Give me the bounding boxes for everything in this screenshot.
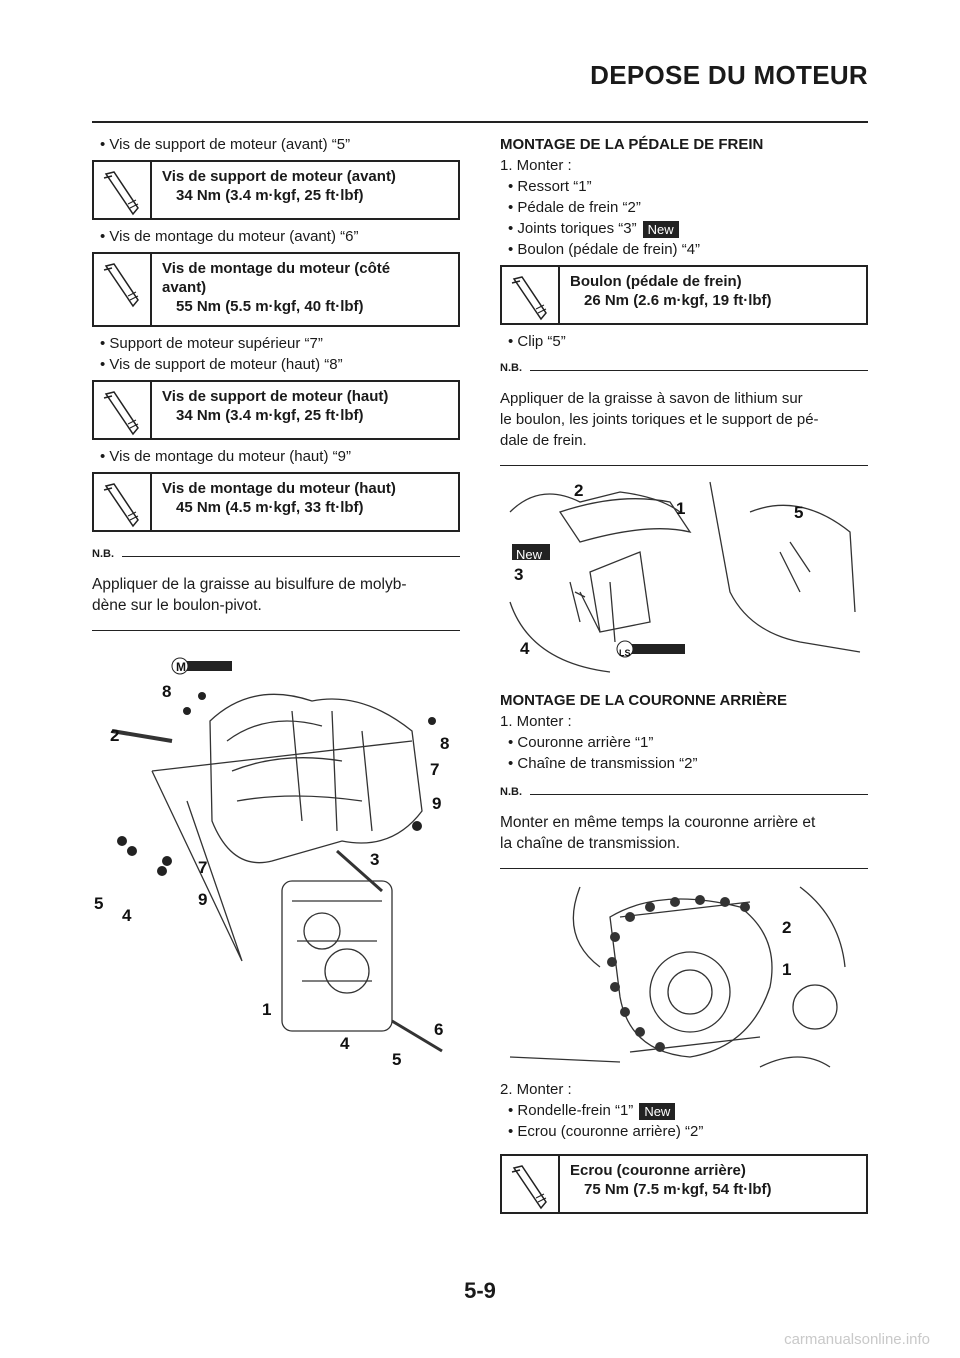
- torque-spec-box: Vis de montage du moteur (côté avant) 55 N…: [92, 252, 460, 327]
- callout-2: 2: [782, 918, 792, 937]
- engine-mount-diagram: M 8 2 8 7 9 7 3 9 5 4 1 6 4 5: [92, 641, 460, 1081]
- page-title: DEPOSE DU MOTEUR: [590, 60, 868, 90]
- bullet-item: • Clip “5”: [508, 333, 566, 350]
- note-end-rule: [92, 630, 460, 631]
- callout-4: 4: [520, 639, 530, 658]
- spec-name-cont: avant): [162, 279, 207, 296]
- callout-m: M: [176, 660, 186, 674]
- callout-5b: 5: [392, 1050, 402, 1069]
- spec-value: 75 Nm (7.5 m·kgf, 54 ft·lbf): [584, 1181, 772, 1198]
- callout-2: 2: [574, 481, 584, 500]
- section-heading: MONTAGE DE LA COURONNE ARRIÈRE: [500, 692, 787, 709]
- callout-1: 1: [782, 960, 792, 979]
- torque-spec-box: Vis de support de moteur (haut) 34 Nm (3.…: [92, 380, 460, 440]
- torque-spec-box: Vis de support de moteur (avant) 34 Nm (3…: [92, 160, 460, 220]
- spec-value: 45 Nm (4.5 m·kgf, 33 ft·lbf): [176, 499, 364, 516]
- right-column: MONTAGE DE LA PÉDALE DE FREIN 1. Monter …: [500, 134, 868, 1220]
- torque-spec-box: Boulon (pédale de frein) 26 Nm (2.6 m·kgf…: [500, 265, 868, 325]
- bullet-item: • Boulon (pédale de frein) “4”: [508, 241, 701, 258]
- note-label: N.B.: [500, 362, 522, 374]
- callout-1: 1: [676, 499, 686, 518]
- spec-value: 26 Nm (2.6 m·kgf, 19 ft·lbf): [584, 292, 772, 309]
- bullet-item: • Joints toriques “3”New: [500, 218, 868, 239]
- callout-5: 5: [794, 503, 804, 522]
- header-rule: [92, 121, 868, 123]
- spec-name: Vis de support de moteur (avant): [162, 168, 396, 185]
- step-item: 2. Monter :: [500, 1081, 572, 1098]
- note-label: N.B.: [92, 548, 114, 560]
- callout-6: 6: [434, 1020, 444, 1039]
- torque-wrench-icon: [94, 382, 152, 438]
- new-badge: New: [516, 547, 543, 562]
- callout-8: 8: [162, 682, 172, 701]
- page-number: 5-9: [464, 1278, 496, 1303]
- bullet-item: • Vis de support de moteur (avant) “5”: [100, 136, 351, 153]
- torque-spec-box: Vis de montage du moteur (haut) 45 Nm (4.…: [92, 472, 460, 532]
- note-text: Monter en même temps la couronne arrière…: [500, 814, 816, 852]
- section-heading: MONTAGE DE LA PÉDALE DE FREIN: [500, 136, 764, 153]
- callout-5: 5: [94, 894, 104, 913]
- bullet-item: • Chaîne de transmission “2”: [508, 755, 698, 772]
- step-item: 1. Monter :: [500, 713, 572, 730]
- callout-8b: 8: [440, 734, 450, 753]
- spec-name: Vis de support de moteur (haut): [162, 388, 389, 405]
- bullet-item: • Ressort “1”: [508, 178, 592, 195]
- torque-wrench-icon: [94, 254, 152, 325]
- spec-name: Vis de montage du moteur (côté: [162, 260, 391, 277]
- left-column: • Vis de support de moteur (avant) “5” V…: [92, 134, 460, 1081]
- torque-wrench-icon: [94, 474, 152, 530]
- spec-value: 34 Nm (3.4 m·kgf, 25 ft·lbf): [176, 187, 364, 204]
- note-text: Appliquer de la graisse au bisulfure de …: [92, 576, 407, 614]
- bullet-item: • Vis de support de moteur (haut) “8”: [100, 356, 343, 373]
- callout-9b: 9: [198, 890, 208, 909]
- step-item: 1. Monter :: [500, 157, 572, 174]
- callout-4: 4: [122, 906, 132, 925]
- callout-4b: 4: [340, 1034, 350, 1053]
- callout-2: 2: [110, 726, 120, 745]
- new-badge: New: [639, 1102, 676, 1120]
- bullet-item: • Vis de montage du moteur (haut) “9”: [100, 448, 351, 465]
- note-header: N.B.: [92, 544, 460, 565]
- bullet-item: • Ecrou (couronne arrière) “2”: [508, 1123, 704, 1140]
- bullet-item: • Vis de montage du moteur (avant) “6”: [100, 228, 359, 245]
- callout-1: 1: [262, 1000, 272, 1019]
- callout-3: 3: [370, 850, 380, 869]
- note-end-rule: [500, 868, 868, 869]
- spec-name: Vis de montage du moteur (haut): [162, 480, 396, 497]
- torque-spec-box: Ecrou (couronne arrière) 75 Nm (7.5 m·kgf…: [500, 1154, 868, 1214]
- note-label: N.B.: [500, 786, 522, 798]
- note-text: Appliquer de la graisse à savon de lithi…: [500, 390, 819, 449]
- bullet-item: • Pédale de frein “2”: [508, 199, 641, 216]
- torque-wrench-icon: [502, 267, 560, 323]
- note-header: N.B.: [500, 782, 868, 803]
- brake-pedal-illustration: [509, 481, 861, 673]
- spec-value: 55 Nm (5.5 m·kgf, 40 ft·lbf): [176, 298, 364, 315]
- spec-name: Boulon (pédale de frein): [570, 273, 742, 290]
- callout-ls: LS: [619, 648, 631, 658]
- engine-mount-illustration: [111, 657, 443, 1053]
- callout-9: 9: [432, 794, 442, 813]
- brake-pedal-photo: 2 1 5 New 3 4 LS: [500, 472, 868, 678]
- spec-value: 34 Nm (3.4 m·kgf, 25 ft·lbf): [176, 407, 364, 424]
- torque-wrench-icon: [502, 1156, 560, 1212]
- torque-wrench-icon: [94, 162, 152, 218]
- spec-name: Ecrou (couronne arrière): [570, 1162, 746, 1179]
- bullet-item: • Rondelle-frein “1”New: [500, 1100, 868, 1121]
- sprocket-photo: 2 1: [500, 877, 868, 1073]
- sprocket-illustration: [509, 886, 846, 1068]
- note-end-rule: [500, 465, 868, 466]
- callout-3: 3: [514, 565, 524, 584]
- note-header: N.B.: [500, 358, 868, 379]
- callout-7b: 7: [198, 858, 208, 877]
- bullet-item: • Couronne arrière “1”: [508, 734, 654, 751]
- watermark: carmanualsonline.info: [784, 1331, 930, 1348]
- new-badge: New: [642, 220, 679, 238]
- callout-7: 7: [430, 760, 440, 779]
- bullet-item: • Support de moteur supérieur “7”: [100, 335, 323, 352]
